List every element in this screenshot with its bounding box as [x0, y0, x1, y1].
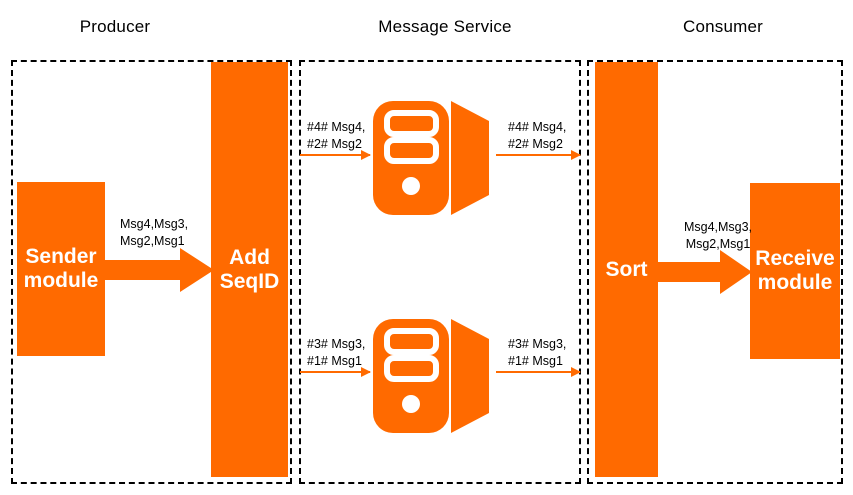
receive-module-box[interactable]: Receive module [750, 183, 840, 359]
addseqid-to-server-bottom-arrow [300, 367, 371, 377]
addseqid-to-server-top-label: #4# Msg4, #2# Msg2 [307, 120, 366, 151]
producer-zone [11, 60, 292, 484]
sender-to-addseqid-label: Msg4,Msg3, Msg2,Msg1 [120, 217, 189, 248]
consumer-zone [587, 60, 843, 484]
message-service-section-title: Message Service [378, 17, 512, 36]
addseqid-to-server-bottom-label: #3# Msg3, #1# Msg1 [307, 337, 366, 368]
server-icon-top [371, 99, 495, 217]
sort-to-receive-label: Msg4,Msg3, Msg2,Msg1 [683, 220, 753, 251]
sender-module-label: Sender module [23, 245, 99, 292]
add-seqid-label: Add SeqID [219, 245, 280, 293]
server-top-to-sort-label: #4# Msg4, #2# Msg2 [508, 120, 567, 151]
sort-to-receive-arrow [657, 250, 752, 294]
consumer-section-title: Consumer [682, 17, 764, 36]
sender-module-box[interactable]: Sender module [17, 182, 105, 356]
sort-box[interactable]: Sort [595, 62, 658, 477]
message-service-zone [299, 60, 581, 484]
sort-label: Sort [605, 257, 648, 281]
producer-section-title: Producer [79, 17, 151, 36]
receive-module-label: Receive module [755, 247, 835, 294]
server-icon-bottom [371, 317, 495, 435]
server-bottom-to-sort-label: #3# Msg3, #1# Msg1 [508, 337, 567, 368]
addseqid-to-server-top-arrow [300, 150, 371, 160]
server-bottom-to-sort-arrow [496, 367, 581, 377]
sender-to-addseqid-arrow [104, 248, 214, 292]
add-seqid-box[interactable]: Add SeqID [211, 62, 288, 477]
server-top-to-sort-arrow [496, 150, 581, 160]
